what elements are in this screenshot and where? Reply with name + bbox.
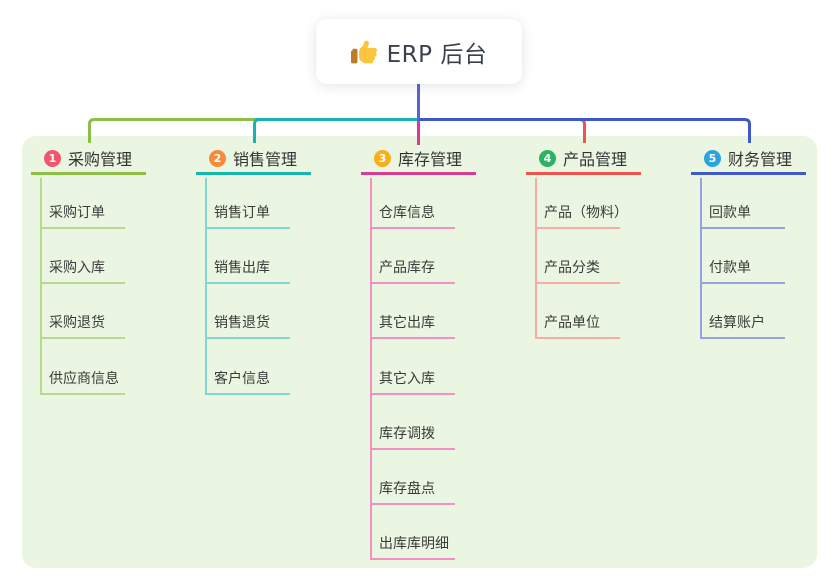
child-node-label: 付款单 bbox=[709, 260, 751, 276]
child-node[interactable]: 采购入库 bbox=[40, 254, 125, 284]
child-node-label: 其它出库 bbox=[379, 315, 435, 331]
child-node[interactable]: 付款单 bbox=[700, 254, 785, 284]
branch-label: 产品管理 bbox=[563, 150, 628, 169]
branch-title-node[interactable]: 2 销售管理 bbox=[196, 144, 311, 175]
child-node[interactable]: 回款单 bbox=[700, 199, 785, 229]
thumbs-up-icon bbox=[350, 39, 377, 65]
branch-3: 3 库存管理仓库信息产品库存其它出库其它入库库存调拨库存盘点出库库明细 bbox=[361, 144, 476, 560]
child-node[interactable]: 客户信息 bbox=[205, 365, 290, 395]
child-node-label: 客户信息 bbox=[214, 371, 270, 387]
child-node-label: 结算账户 bbox=[709, 315, 765, 331]
child-node[interactable]: 其它入库 bbox=[370, 365, 455, 395]
branches-background-panel bbox=[22, 136, 817, 568]
branch-title-node[interactable]: 4 产品管理 bbox=[526, 144, 641, 175]
child-node[interactable]: 其它出库 bbox=[370, 309, 455, 339]
child-node[interactable]: 出库库明细 bbox=[370, 530, 455, 560]
child-node-label: 产品分类 bbox=[544, 260, 600, 276]
child-node-label: 产品单位 bbox=[544, 315, 600, 331]
child-node[interactable]: 供应商信息 bbox=[40, 365, 125, 395]
branch-title-node[interactable]: 1 采购管理 bbox=[31, 144, 146, 175]
child-node-label: 供应商信息 bbox=[49, 371, 119, 387]
child-connector-line bbox=[40, 178, 42, 395]
branch-label: 库存管理 bbox=[398, 150, 463, 169]
child-node[interactable]: 仓库信息 bbox=[370, 199, 455, 229]
branch-1: 1 采购管理采购订单采购入库采购退货供应商信息 bbox=[31, 144, 146, 395]
branch-label: 销售管理 bbox=[233, 150, 298, 169]
child-node[interactable]: 销售订单 bbox=[205, 199, 290, 229]
child-node[interactable]: 产品单位 bbox=[535, 309, 620, 339]
child-node-label: 采购退货 bbox=[49, 315, 105, 331]
child-node-label: 仓库信息 bbox=[379, 205, 435, 221]
priority-badge: 3 bbox=[374, 149, 391, 167]
child-node-label: 产品（物料） bbox=[544, 205, 628, 221]
child-node-label: 销售订单 bbox=[214, 205, 270, 221]
child-node-label: 销售出库 bbox=[214, 260, 270, 276]
child-node[interactable]: 产品（物料） bbox=[535, 199, 628, 229]
child-connector-line bbox=[370, 178, 372, 560]
branch-label: 财务管理 bbox=[728, 150, 793, 169]
child-connector-line bbox=[535, 178, 537, 339]
child-node-label: 库存调拨 bbox=[379, 426, 435, 442]
priority-badge: 5 bbox=[704, 149, 721, 167]
priority-badge: 1 bbox=[44, 149, 61, 167]
child-node-label: 其它入库 bbox=[379, 371, 435, 387]
child-node-label: 采购入库 bbox=[49, 260, 105, 276]
child-connector-line bbox=[205, 178, 207, 395]
branch-label: 采购管理 bbox=[68, 150, 133, 169]
child-node[interactable]: 库存调拨 bbox=[370, 420, 455, 450]
child-node[interactable]: 库存盘点 bbox=[370, 475, 455, 505]
child-node-label: 采购订单 bbox=[49, 205, 105, 221]
child-node[interactable]: 销售退货 bbox=[205, 309, 290, 339]
root-node-label: ERP 后台 bbox=[386, 41, 488, 68]
child-node[interactable]: 销售出库 bbox=[205, 254, 290, 284]
branch-title-node[interactable]: 3 库存管理 bbox=[361, 144, 476, 175]
branch-title-node[interactable]: 5 财务管理 bbox=[691, 144, 806, 175]
child-node-label: 库存盘点 bbox=[379, 481, 435, 497]
child-node[interactable]: 产品分类 bbox=[535, 254, 620, 284]
child-node-label: 回款单 bbox=[709, 205, 751, 221]
child-node[interactable]: 采购退货 bbox=[40, 309, 125, 339]
child-connector-line bbox=[700, 178, 702, 339]
child-node[interactable]: 采购订单 bbox=[40, 199, 125, 229]
child-node[interactable]: 结算账户 bbox=[700, 309, 785, 339]
branch-4: 4 产品管理产品（物料） 产品分类产品单位 bbox=[526, 144, 641, 339]
root-node-erp[interactable]: ERP 后台 bbox=[316, 19, 522, 84]
child-node-label: 出库库明细 bbox=[379, 536, 449, 552]
priority-badge: 4 bbox=[539, 149, 556, 167]
branch-5: 5 财务管理回款单付款单结算账户 bbox=[691, 144, 806, 339]
child-node-label: 产品库存 bbox=[379, 260, 435, 276]
branch-2: 2 销售管理销售订单销售出库销售退货客户信息 bbox=[196, 144, 311, 395]
child-node-label: 销售退货 bbox=[214, 315, 270, 331]
priority-badge: 2 bbox=[209, 149, 226, 167]
child-node[interactable]: 产品库存 bbox=[370, 254, 455, 284]
